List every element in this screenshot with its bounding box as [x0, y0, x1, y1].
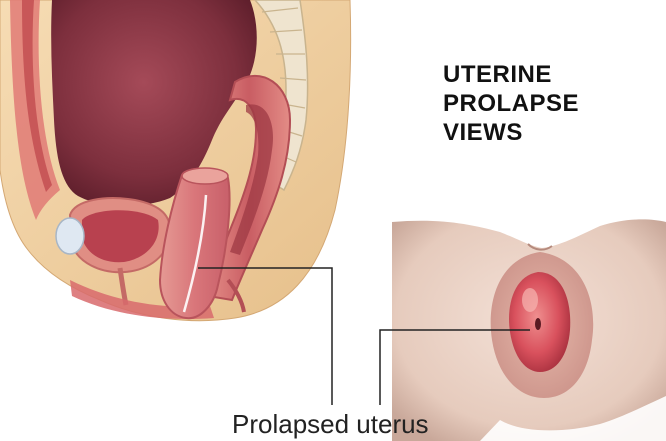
title-line-3: VIEWS	[443, 118, 643, 147]
pubic-bone	[56, 218, 84, 254]
prolapsed-uterus-label: Prolapsed uterus	[232, 409, 429, 439]
prolapse-highlight	[522, 288, 538, 312]
sagittal-pelvis-illustration	[0, 0, 351, 321]
cervical-os	[535, 318, 541, 330]
title-line-2: PROLAPSE	[443, 89, 643, 118]
uterus-top	[182, 168, 228, 184]
title-line-1: UTERINE	[443, 60, 643, 89]
diagram-title: UTERINE PROLAPSE VIEWS	[443, 60, 643, 147]
